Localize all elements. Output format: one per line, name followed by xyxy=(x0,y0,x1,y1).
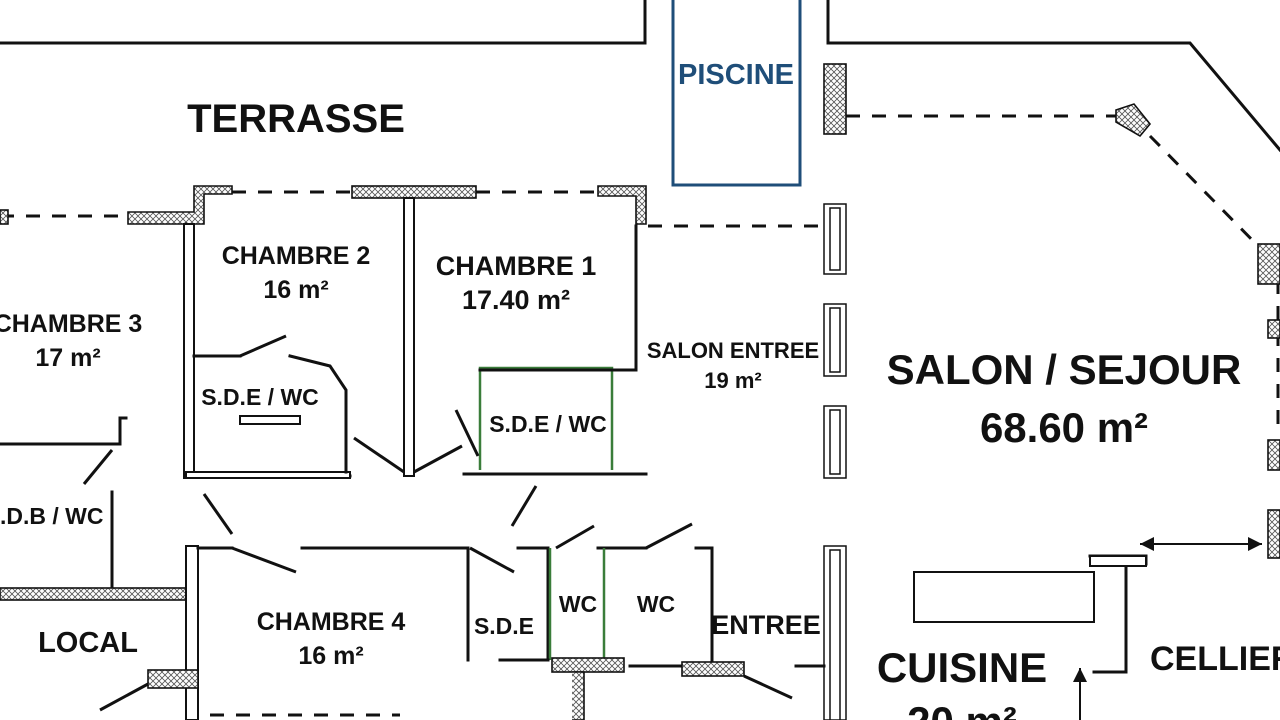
exterior-wall-segments xyxy=(0,63,1280,720)
label-salon-sejour: SALON / SEJOUR xyxy=(887,346,1242,393)
area-chambre-4: 16 m² xyxy=(298,642,363,670)
area-salon-sejour: 68.60 m² xyxy=(980,404,1148,451)
label-entree: ENTREE xyxy=(711,610,821,640)
label-wc-1: WC xyxy=(559,591,597,617)
label-sde-wc-1: S.D.E / WC xyxy=(201,384,319,410)
label-salon-entree: SALON ENTREE xyxy=(647,338,819,363)
label-sdb-wc: .D.B / WC xyxy=(0,503,104,529)
terrace-dashed-lines xyxy=(0,114,1280,717)
label-chambre-3: CHAMBRE 3 xyxy=(0,310,142,338)
area-chambre-2: 16 m² xyxy=(263,276,328,304)
pool-shape xyxy=(671,0,802,187)
label-piscine: PISCINE xyxy=(678,59,794,91)
door-swings xyxy=(82,334,793,712)
label-chambre-4: CHAMBRE 4 xyxy=(257,608,406,636)
terrace-outline xyxy=(0,0,1280,153)
dimension-arrows xyxy=(1073,537,1262,720)
area-chambre-1: 17.40 m² xyxy=(462,285,570,315)
label-chambre-1: CHAMBRE 1 xyxy=(436,251,597,281)
label-sde: S.D.E xyxy=(474,613,534,639)
label-cuisine: CUISINE xyxy=(877,644,1047,691)
label-sde-wc-2: S.D.E / WC xyxy=(489,411,607,437)
area-chambre-3: 17 m² xyxy=(35,344,100,372)
label-terrasse: TERRASSE xyxy=(187,97,405,141)
label-cellier: CELLIER xyxy=(1150,640,1280,678)
area-salon-entree: 19 m² xyxy=(704,368,761,393)
area-cuisine: 20 m² xyxy=(907,698,1017,720)
label-wc-2: WC xyxy=(637,591,675,617)
label-chambre-2: CHAMBRE 2 xyxy=(222,242,371,270)
interior-walls xyxy=(0,197,1148,720)
label-local: LOCAL xyxy=(38,627,138,659)
